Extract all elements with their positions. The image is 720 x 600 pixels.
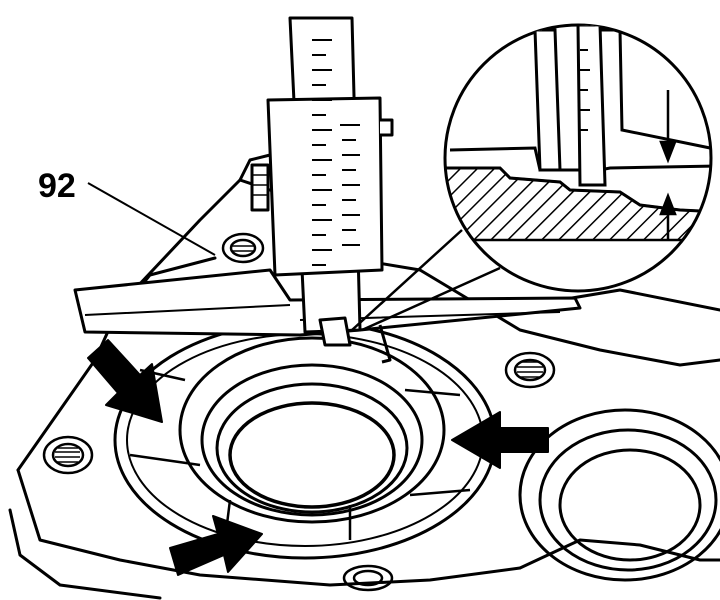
arrow-pointer-bottom bbox=[169, 515, 263, 576]
callout-leader-line bbox=[87, 182, 216, 256]
detail-leader-lines bbox=[351, 229, 501, 332]
bolt-holes bbox=[42, 232, 556, 592]
dimension-arrows bbox=[659, 90, 677, 240]
bolt-hole-right bbox=[504, 351, 556, 389]
pointer-arrows bbox=[87, 339, 549, 576]
detail-callout bbox=[351, 23, 713, 332]
bolt-hole-left bbox=[42, 435, 94, 475]
gauge-probe bbox=[318, 316, 352, 347]
bolt-hole-bottom bbox=[342, 564, 394, 592]
bolt-hole-top bbox=[221, 232, 265, 264]
bearing-seat bbox=[113, 320, 497, 560]
arrow-pointer-right bbox=[451, 411, 549, 469]
callout-92: 92 bbox=[38, 167, 216, 256]
gauge-vernier-housing bbox=[266, 96, 384, 277]
depth-gauge bbox=[73, 16, 582, 364]
callout-number: 92 bbox=[38, 167, 76, 205]
ruler-graduations bbox=[312, 39, 360, 266]
secondary-bore bbox=[518, 408, 720, 582]
arrow-pointer-top-left bbox=[87, 339, 163, 423]
